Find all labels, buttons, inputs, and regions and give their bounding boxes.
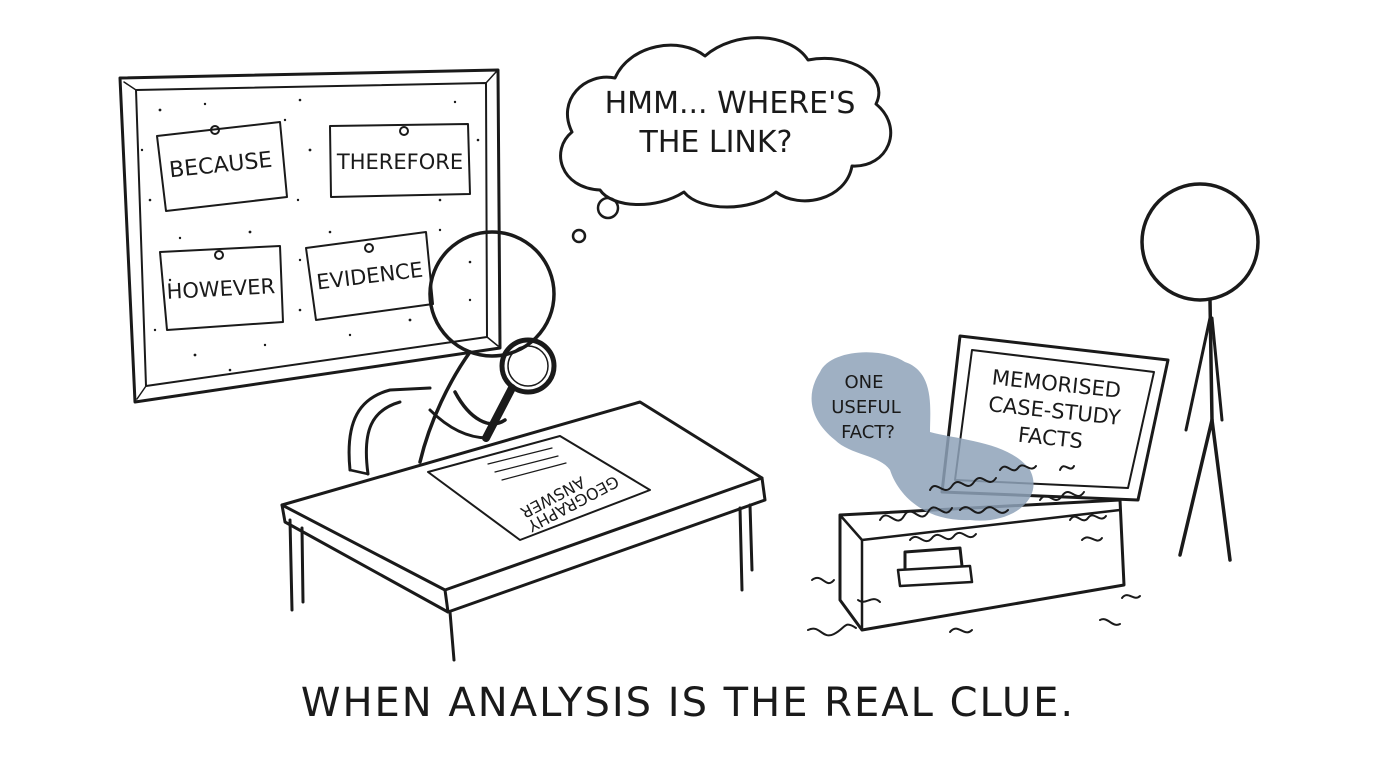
note-however-label: HOWEVER — [166, 274, 276, 304]
desk-leg-front — [448, 610, 456, 662]
thought-bubble: HMM... WHERE'S THE LINK? — [559, 36, 893, 244]
seated-detective — [418, 230, 556, 464]
note-evidence-label: EVIDENCE — [315, 258, 424, 295]
suitcase: MEMORISED CASE-STUDY FACTS ONE USEFUL FA… — [807, 334, 1170, 637]
detective-arm — [453, 390, 507, 426]
note-therefore: THEREFORE — [329, 123, 471, 198]
magnifying-glass-icon — [482, 337, 557, 442]
desk-leg-left — [288, 518, 305, 612]
tangled-facts — [807, 464, 1141, 637]
detective-body — [418, 350, 472, 464]
lid-label-3: FACTS — [1017, 423, 1084, 454]
detective-head — [428, 230, 556, 358]
suitcase-base — [838, 498, 1126, 632]
standing-figure — [1140, 182, 1260, 562]
chair — [347, 386, 432, 476]
note-because-label: BECAUSE — [168, 148, 273, 184]
highlight-label-3: FACT? — [841, 422, 895, 443]
answer-paper: GEOGRAPHY ANSWER — [427, 435, 651, 541]
thought-line-1: HMM... WHERE'S — [605, 86, 856, 121]
desk — [280, 400, 767, 662]
desk-leg-right — [738, 503, 754, 592]
corkboard: BECAUSE THEREFORE HOWEVER EVIDENCE — [118, 68, 502, 404]
suitcase-handle — [903, 546, 964, 570]
note-because: BECAUSE — [156, 121, 288, 212]
standing-figure-legs — [1178, 418, 1232, 562]
highlight-label-1: ONE — [844, 372, 883, 393]
standing-figure-head — [1140, 182, 1260, 302]
thought-line-2: THE LINK? — [639, 125, 793, 160]
comic-caption: WHEN ANALYSIS IS THE REAL CLUE. — [300, 680, 1076, 726]
note-evidence: EVIDENCE — [305, 231, 434, 321]
cork-texture — [140, 98, 480, 372]
highlight-label-2: USEFUL — [831, 397, 901, 418]
note-therefore-label: THEREFORE — [336, 150, 463, 174]
note-however: HOWEVER — [159, 245, 284, 331]
